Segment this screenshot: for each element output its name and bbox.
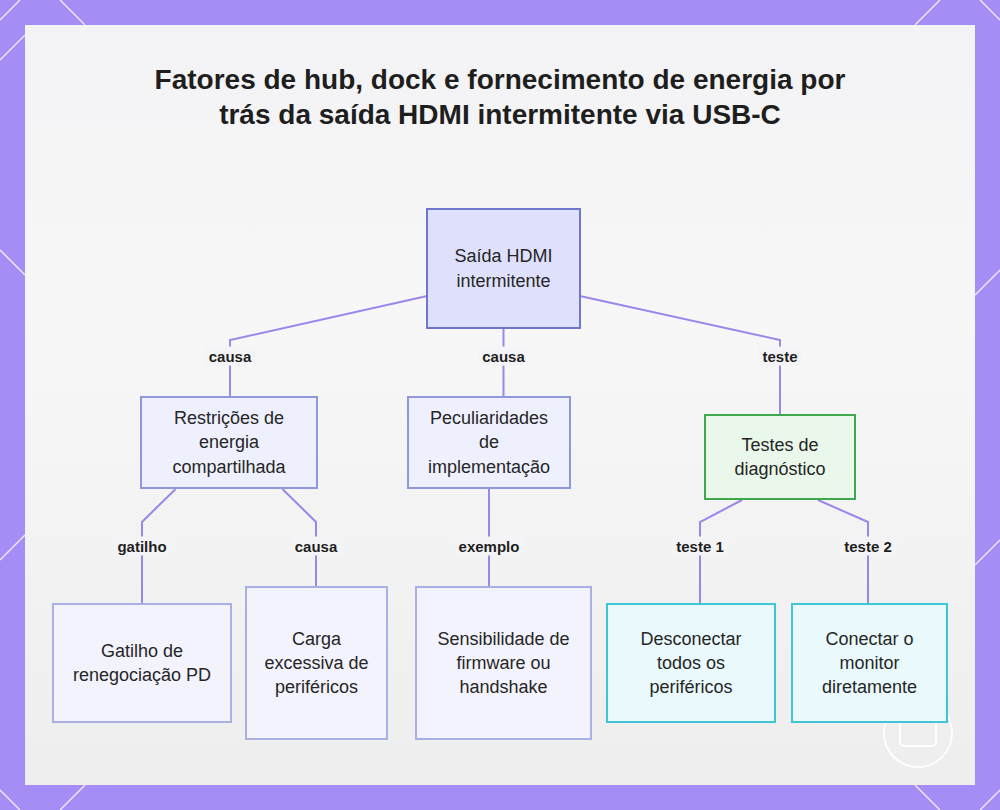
node-label: Testes de diagnóstico xyxy=(716,433,844,482)
cause-box: Restrições de energia compartilhada xyxy=(140,396,318,489)
edge-label: teste 1 xyxy=(672,537,728,556)
node-label: Sensibilidade de firmware ou handshake xyxy=(427,627,580,700)
connector xyxy=(230,296,426,396)
connector xyxy=(581,296,780,414)
test-step-box: Desconectar todos os periféricos xyxy=(606,603,776,723)
edge-label: causa xyxy=(205,347,256,366)
test-box: Testes de diagnóstico xyxy=(704,414,856,500)
edge-label: exemplo xyxy=(455,537,524,556)
edge-label: gatilho xyxy=(113,537,170,556)
root-box: Saída HDMI intermitente xyxy=(426,208,581,329)
test-step-box: Conectar o monitor diretamente xyxy=(791,603,948,723)
cause-box: Peculiaridades de implementação xyxy=(407,396,571,489)
edge-label: causa xyxy=(478,347,529,366)
detail-box: Gatilho de renegociação PD xyxy=(52,603,232,723)
node-label: Gatilho de renegociação PD xyxy=(64,639,220,688)
edge-label: causa xyxy=(291,537,342,556)
node-label: Restrições de energia compartilhada xyxy=(152,406,306,479)
edge-label: teste 2 xyxy=(840,537,896,556)
node-label: Saída HDMI intermitente xyxy=(438,244,569,293)
node-label: Peculiaridades de implementação xyxy=(419,406,559,479)
detail-box: Carga excessiva de periféricos xyxy=(245,586,388,740)
node-label: Carga excessiva de periféricos xyxy=(257,627,376,700)
node-label: Conectar o monitor diretamente xyxy=(803,627,936,700)
detail-box: Sensibilidade de firmware ou handshake xyxy=(415,586,592,740)
diagram-title: Fatores de hub, dock e fornecimento de e… xyxy=(150,62,850,132)
node-label: Desconectar todos os periféricos xyxy=(618,627,764,700)
edge-label: teste xyxy=(758,347,801,366)
